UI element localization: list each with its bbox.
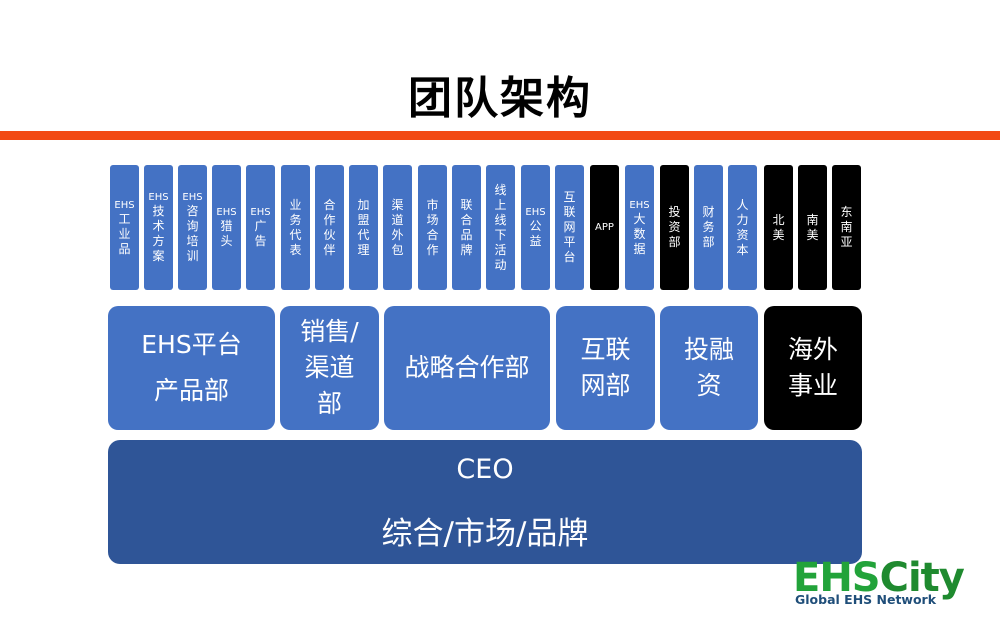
sub-unit-label: 猎头 — [220, 219, 233, 248]
department-label-line: 战略合作部 — [404, 353, 530, 382]
sub-unit-label: 东南亚 — [840, 205, 853, 249]
sub-unit-label: 业务代表 — [289, 197, 302, 257]
sub-unit-label: 联合品牌 — [460, 197, 473, 257]
sub-unit-label: 工业品 — [118, 211, 131, 256]
ceo-title: CEO — [456, 454, 514, 485]
sub-unit-prefix: EHS — [629, 199, 650, 211]
department-label-line: 部 — [316, 389, 342, 418]
logo-mark: EHSCity — [793, 555, 965, 601]
department-box: EHS平台产品部 — [108, 306, 275, 430]
sub-unit-label: 线上线下活动 — [494, 182, 507, 272]
page-title: 团队架构 — [408, 73, 592, 124]
sub-unit-label: 加盟代理 — [357, 197, 370, 257]
sub-unit-box: 加盟代理 — [349, 165, 378, 290]
sub-unit-label: 大数据 — [633, 211, 646, 256]
sub-unit-prefix: EHS — [250, 207, 271, 218]
logo-tagline: Global EHS Network — [795, 592, 937, 607]
department-label-line: 网部 — [580, 371, 631, 400]
sub-unit-label: 投资部 — [668, 205, 681, 249]
department-label-line: 互联 — [580, 335, 631, 364]
sub-unit-label: 互联网平台 — [563, 190, 576, 264]
sub-unit-prefix: EHS — [525, 207, 546, 218]
sub-unit-label: APP — [595, 222, 614, 233]
department-label-line: 海外 — [787, 335, 838, 364]
department-box: 海外事业 — [764, 306, 862, 430]
sub-unit-prefix: EHS — [114, 199, 135, 211]
sub-unit-box: APP — [590, 165, 619, 290]
sub-unit-box: 人力资本 — [728, 165, 757, 290]
department-label-line: 资 — [696, 371, 722, 400]
department-box: 战略合作部 — [384, 306, 550, 430]
sub-unit-box: 东南亚 — [832, 165, 861, 290]
department-box: 销售/渠道部 — [280, 306, 379, 430]
sub-unit-label: 技术方案 — [152, 204, 165, 263]
sub-unit-label: 渠道外包 — [391, 197, 404, 257]
sub-unit-box: 互联网平台 — [555, 165, 584, 290]
sub-unit-box: 业务代表 — [281, 165, 310, 290]
ehscity-logo: EHSCity Global EHS Network — [793, 558, 993, 608]
department-box: 互联网部 — [556, 306, 655, 430]
ceo-subtitle: 综合/市场/品牌 — [381, 516, 589, 552]
department-box: 投融资 — [660, 306, 758, 430]
department-label-line: 投融 — [683, 335, 734, 364]
sub-unit-box: 投资部 — [660, 165, 689, 290]
sub-unit-box: 线上线下活动 — [486, 165, 515, 290]
department-label-line: 事业 — [787, 371, 838, 400]
sub-unit-label: 市场合作 — [426, 197, 439, 257]
sub-unit-label: 公益 — [529, 219, 542, 248]
sub-unit-prefix: EHS — [182, 192, 203, 203]
department-label-line: 渠道 — [304, 353, 355, 382]
sub-unit-box: 财务部 — [694, 165, 723, 290]
title-divider — [0, 131, 1000, 140]
sub-unit-box: 南美 — [798, 165, 827, 290]
sub-unit-label: 广告 — [254, 219, 267, 248]
sub-unit-box: 渠道外包 — [383, 165, 412, 290]
sub-unit-label: 合作伙伴 — [323, 197, 336, 257]
sub-unit-label: 财务部 — [702, 205, 715, 249]
sub-unit-prefix: EHS — [148, 192, 169, 203]
logo-mark-ehs: EHS — [793, 555, 881, 601]
sub-unit-label: 南美 — [806, 212, 819, 242]
sub-unit-box: 联合品牌 — [452, 165, 481, 290]
sub-unit-box: 市场合作 — [418, 165, 447, 290]
logo-mark-city: City — [879, 555, 965, 601]
sub-unit-prefix: EHS — [216, 207, 237, 218]
sub-unit-box: 北美 — [764, 165, 793, 290]
sub-unit-box: 合作伙伴 — [315, 165, 344, 290]
department-label-line: EHS平台 — [141, 330, 242, 359]
department-label-line: 产品部 — [153, 376, 229, 405]
sub-unit-label: 北美 — [772, 212, 785, 242]
department-label-line: 销售/ — [300, 317, 359, 346]
ceo-box: CEO 综合/市场/品牌 — [108, 440, 862, 564]
sub-unit-label: 咨询培训 — [186, 204, 199, 263]
sub-unit-label: 人力资本 — [736, 197, 749, 257]
